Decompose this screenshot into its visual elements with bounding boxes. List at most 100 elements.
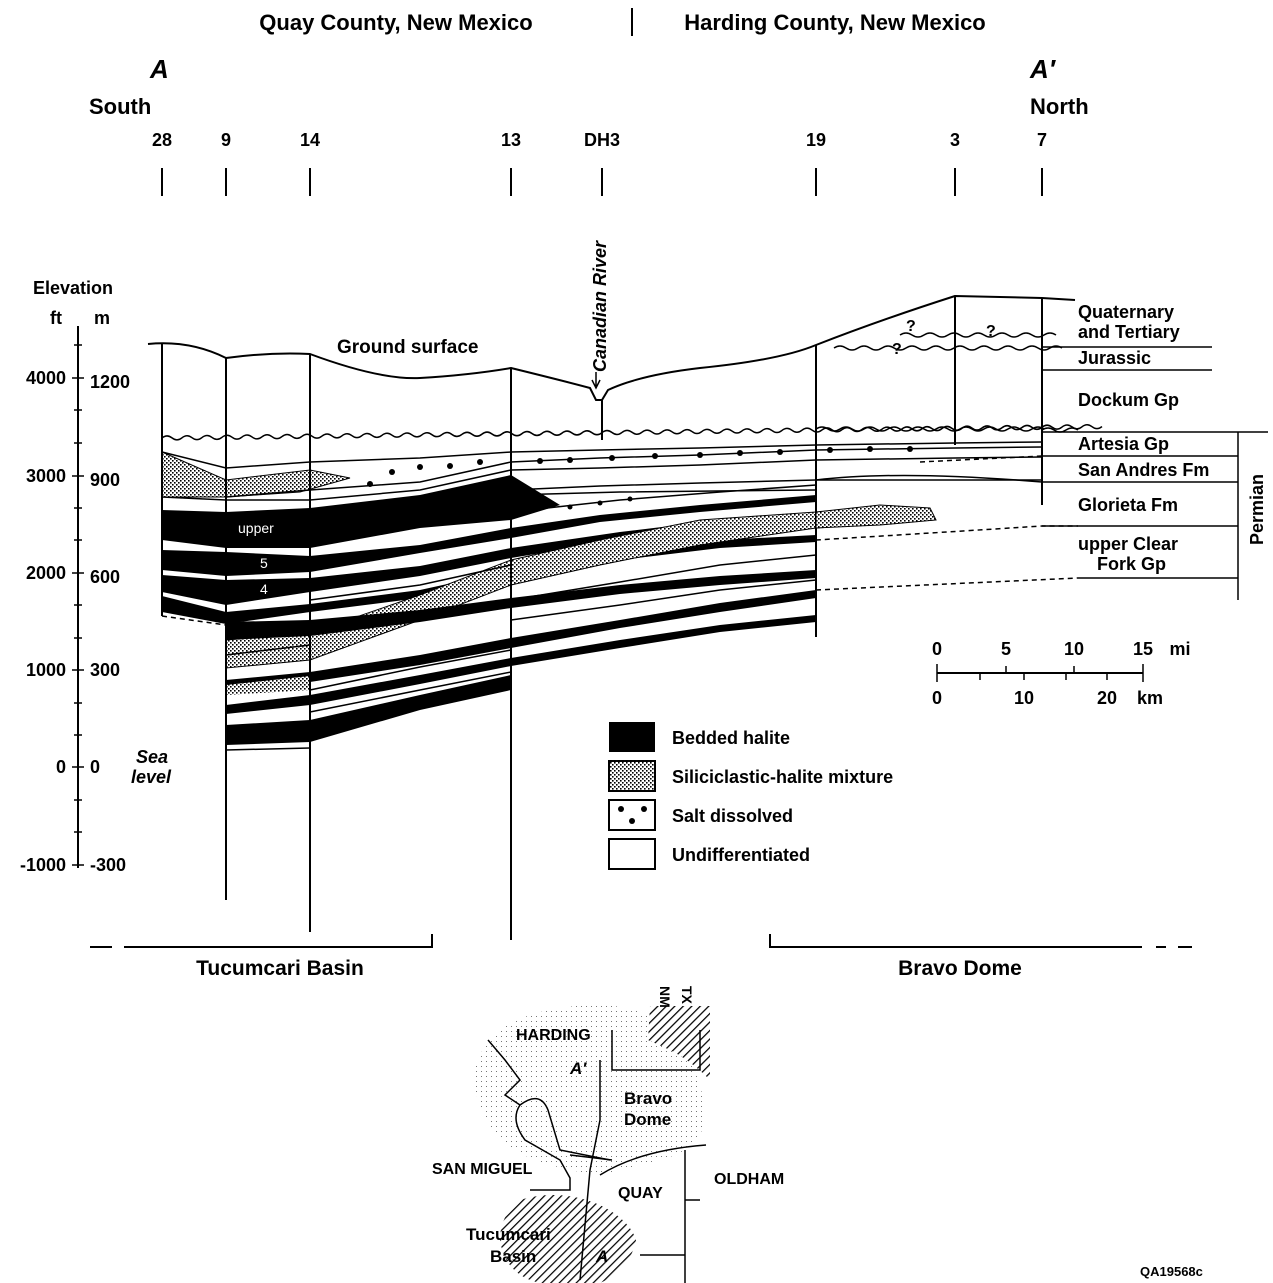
well-label-3: 3 — [950, 130, 960, 150]
well-label-dh3: DH3 — [584, 130, 620, 150]
unit-upper-label: upper — [238, 520, 274, 536]
salt-dissolved-dots — [367, 446, 913, 510]
well-label-14: 14 — [300, 130, 320, 150]
well-ticks — [161, 168, 1043, 196]
axis-unit-m: m — [94, 308, 110, 328]
legend-label-undiff: Undifferentiated — [672, 845, 810, 865]
well-label-7: 7 — [1037, 130, 1047, 150]
scale-mi-unit: mi — [1169, 639, 1190, 659]
scale-mi-15: 15 — [1133, 639, 1153, 659]
unit-4-label: 4 — [260, 581, 268, 597]
map-nm-label: NM — [657, 986, 673, 1008]
halite-band-lower-e — [226, 675, 511, 745]
map-tucumcari-label-2: Basin — [490, 1247, 536, 1266]
ft-tick-0: 0 — [56, 757, 66, 777]
mixture-band-lower — [226, 676, 310, 695]
map-bravo-label-2: Dome — [624, 1110, 671, 1129]
elevation-axis: Elevation ft m 4000 3000 2000 — [20, 278, 172, 875]
legend-label-dissolved: Salt dissolved — [672, 806, 793, 826]
formation-glorieta: Glorieta Fm — [1078, 495, 1178, 515]
ft-tick-1000: 1000 — [26, 660, 66, 680]
cross-section-body: ? ? ? — [147, 294, 1268, 940]
halite-band-lower-b — [226, 570, 816, 640]
scale-mi-10: 10 — [1064, 639, 1084, 659]
location-map: HARDING A′ Bravo Dome SAN MIGUEL QUAY OL… — [432, 986, 784, 1283]
ground-surface-label: Ground surface — [337, 337, 478, 358]
well-label-9: 9 — [221, 130, 231, 150]
map-stipple-region — [474, 1004, 705, 1175]
formation-clear-fork-2: Fork Gp — [1097, 554, 1166, 574]
formation-jurassic: Jurassic — [1078, 348, 1151, 368]
well-lines — [161, 296, 1043, 940]
well-label-28: 28 — [152, 130, 172, 150]
section-start-label: A — [149, 54, 169, 84]
map-a-label: A — [595, 1247, 608, 1266]
scale-mi-5: 5 — [1001, 639, 1011, 659]
legend-swatch-undiff — [608, 838, 656, 870]
map-san-miguel-label: SAN MIGUEL — [432, 1161, 533, 1178]
unknown-mark-3: ? — [892, 341, 902, 358]
ft-tick-4000: 4000 — [26, 368, 66, 388]
basin-brackets: Tucumcari Basin Bravo Dome — [90, 934, 1192, 980]
south-label: South — [89, 94, 151, 119]
axis-unit-ft: ft — [50, 308, 62, 328]
map-tx-hatch — [648, 1006, 710, 1080]
formation-artesia: Artesia Gp — [1078, 434, 1169, 454]
map-tucumcari-label-1: Tucumcari — [466, 1225, 551, 1244]
formation-quaternary-1: Quaternary — [1078, 302, 1174, 322]
halite-band-lower-c — [226, 590, 816, 692]
m-tick-300: 300 — [90, 660, 120, 680]
map-tx-label: TX — [679, 986, 695, 1005]
map-quay-label: QUAY — [618, 1185, 663, 1202]
well-label-19: 19 — [806, 130, 826, 150]
map-tucumcari-hatch — [500, 1195, 636, 1283]
axis-title: Elevation — [33, 278, 113, 298]
map-a-prime-label: A′ — [569, 1059, 587, 1078]
permian-label: Permian — [1247, 474, 1267, 545]
bravo-dome-label: Bravo Dome — [898, 957, 1022, 980]
map-oldham-label: OLDHAM — [714, 1171, 784, 1188]
well-label-13: 13 — [501, 130, 521, 150]
well-labels: 28 9 14 13 DH3 19 3 7 — [152, 130, 1047, 150]
legend: Bedded halite Siliciclastic-halite mixtu… — [608, 722, 893, 870]
m-tick-900: 900 — [90, 470, 120, 490]
scale-km-0: 0 — [932, 688, 942, 708]
unknown-mark-1: ? — [906, 318, 916, 335]
ft-tick-3000: 3000 — [26, 466, 66, 486]
sea-level-label-1: Sea — [136, 747, 168, 767]
formation-dockum: Dockum Gp — [1078, 390, 1179, 410]
map-bravo-label-1: Bravo — [624, 1089, 672, 1108]
legend-swatch-halite — [609, 722, 655, 752]
figure-id: QA19568c — [1140, 1264, 1203, 1279]
formation-clear-fork-1: upper Clear — [1078, 534, 1178, 554]
unit-5-label: 5 — [260, 555, 268, 571]
ft-tick-neg1000: -1000 — [20, 855, 66, 875]
quay-county-title: Quay County, New Mexico — [259, 10, 532, 35]
halite-band-5 — [162, 495, 816, 576]
unknown-mark-2: ? — [986, 323, 996, 340]
north-label: North — [1030, 94, 1089, 119]
formation-san-andres: San Andres Fm — [1078, 460, 1209, 480]
halite-band-upper — [162, 475, 560, 548]
m-tick-neg300: -300 — [90, 855, 126, 875]
legend-swatch-dissolved — [608, 799, 656, 831]
legend-label-mixture: Siliciclastic-halite mixture — [672, 767, 893, 787]
map-harding-label: HARDING — [516, 1027, 591, 1044]
halite-band-lower-d — [226, 615, 816, 714]
section-end-label: A′ — [1029, 54, 1057, 84]
unconformity-line — [161, 423, 1103, 441]
ground-surface-line — [147, 294, 1076, 401]
glorieta-tongue — [815, 504, 937, 529]
m-tick-1200: 1200 — [90, 372, 130, 392]
ft-tick-2000: 2000 — [26, 563, 66, 583]
harding-county-title: Harding County, New Mexico — [684, 10, 986, 35]
scale-km-10: 10 — [1014, 688, 1034, 708]
legend-label-halite: Bedded halite — [672, 728, 790, 748]
tucumcari-basin-label: Tucumcari Basin — [196, 957, 364, 980]
canadian-river-label: Canadian River — [590, 240, 610, 372]
scale-km-unit: km — [1137, 688, 1163, 708]
scale-mi-0: 0 — [932, 639, 942, 659]
m-tick-0: 0 — [90, 757, 100, 777]
m-tick-600: 600 — [90, 567, 120, 587]
